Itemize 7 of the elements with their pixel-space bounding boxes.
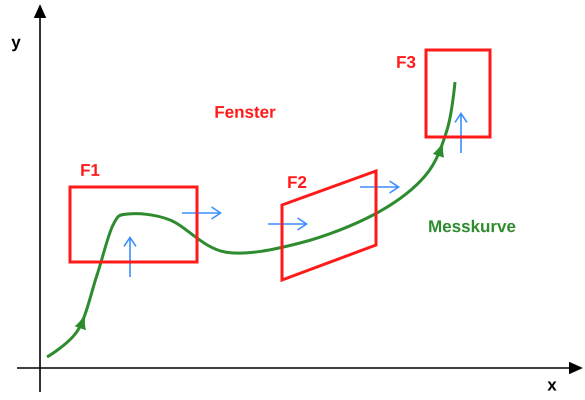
axis-label: y [11,38,21,52]
window-label: F2 [288,176,306,188]
window-label: F1 [81,164,100,176]
axis-label: x [547,382,557,390]
window-label: F3 [397,56,416,68]
window-caption: Fenster [215,106,276,118]
curve-label: Messkurve [429,220,516,232]
